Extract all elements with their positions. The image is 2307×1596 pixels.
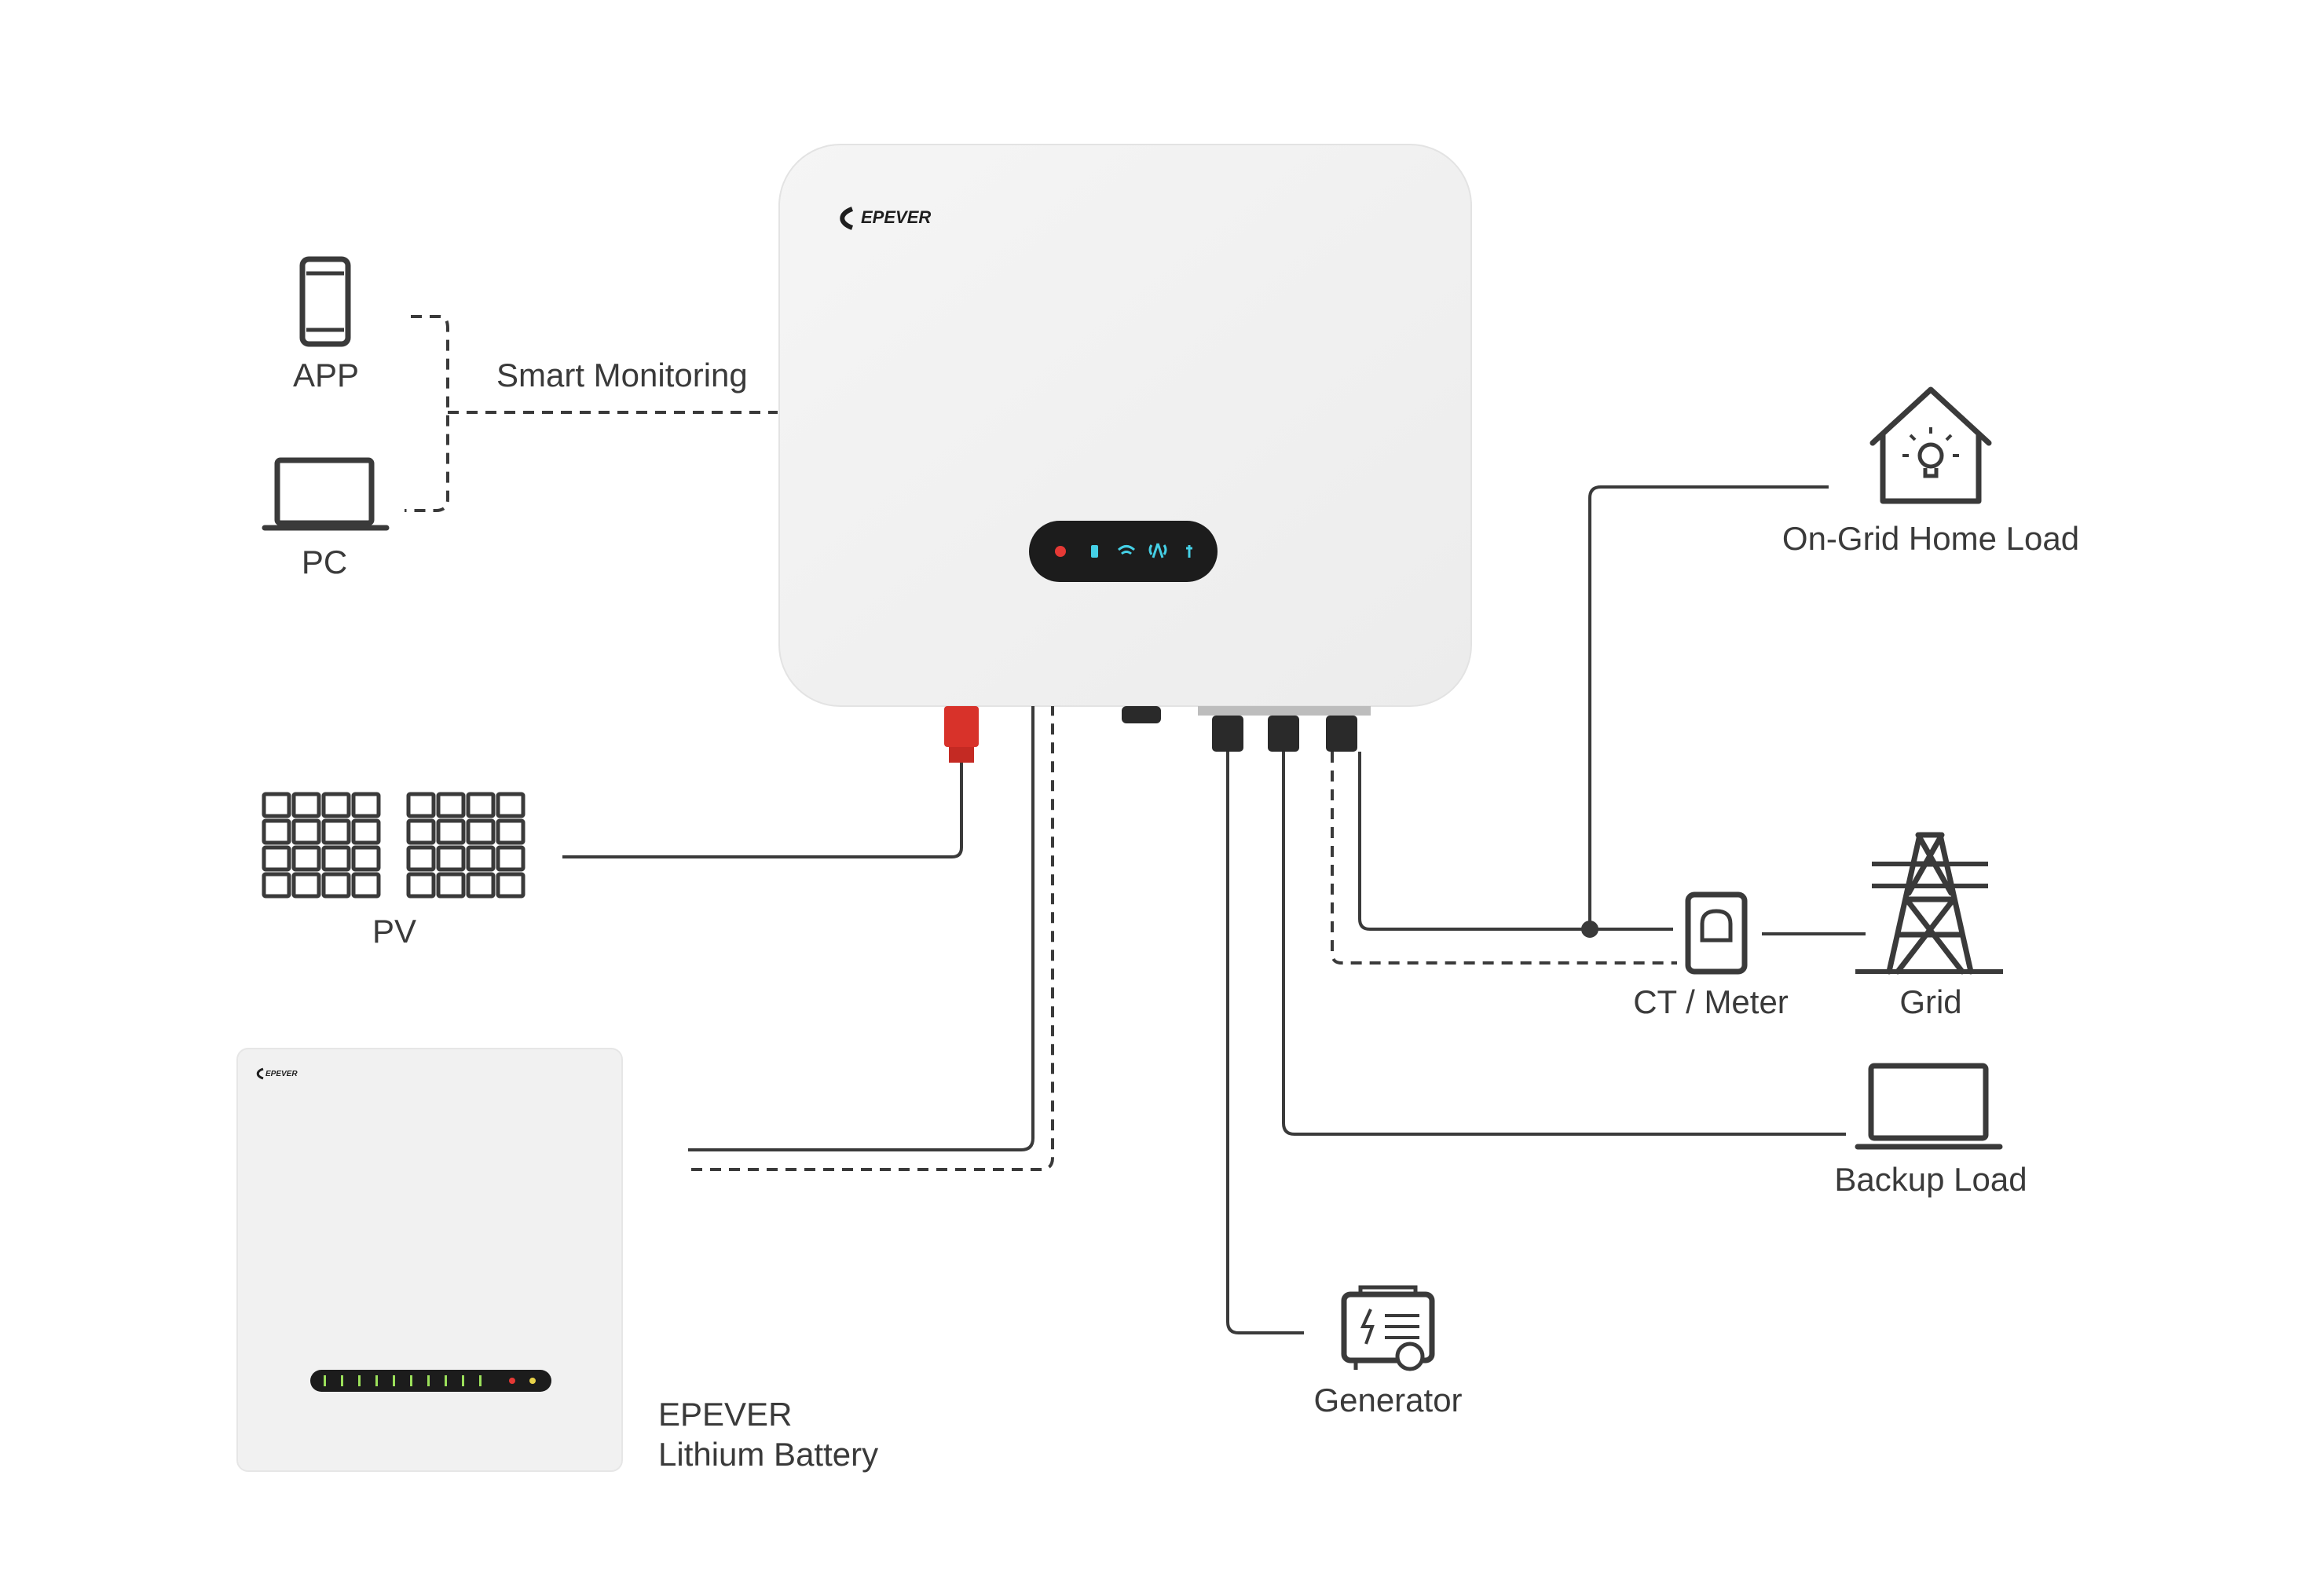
battery-led (427, 1375, 430, 1386)
solar-cell (406, 818, 436, 845)
home-load-wire (1588, 485, 1829, 929)
solar-cell (406, 872, 436, 899)
grid-label: Grid (1899, 983, 1961, 1020)
pv-connector (944, 706, 979, 763)
battery-led (375, 1375, 378, 1386)
battery-label-line2: Lithium Battery (658, 1436, 878, 1473)
solar-cell (496, 792, 525, 818)
lithium-battery: EPEVER (236, 1048, 623, 1472)
battery-status-led (529, 1378, 536, 1384)
solar-cell (436, 845, 466, 872)
tower-indicator-icon (1148, 543, 1167, 558)
battery-led (358, 1375, 361, 1386)
pv-wire (562, 763, 963, 858)
app-label: APP (293, 357, 359, 394)
ac-ports (1198, 706, 1371, 752)
plug-indicator-icon (1186, 545, 1192, 558)
solar-cell (291, 845, 321, 872)
solar-cell (496, 872, 525, 899)
wifi-indicator-icon (1117, 545, 1136, 555)
power-indicator-icon (1055, 546, 1066, 557)
generator-icon (1341, 1285, 1435, 1371)
solar-cell (321, 872, 351, 899)
battery-indicator-icon (1091, 545, 1098, 558)
battery-leds (324, 1375, 536, 1386)
battery-led (341, 1375, 343, 1386)
battery-led (462, 1375, 464, 1386)
battery-alarm-led (509, 1378, 515, 1384)
solar-cell (466, 818, 496, 845)
solar-cell (436, 792, 466, 818)
battery-led-bar (310, 1370, 551, 1392)
solar-cell (321, 818, 351, 845)
laptop-icon (262, 457, 390, 531)
on-grid-home-load-label: On-Grid Home Load (1782, 520, 2079, 557)
generator-wire (1226, 752, 1304, 1334)
solar-cell (496, 845, 525, 872)
indicator-panel (1029, 521, 1218, 582)
junction-dot (1581, 921, 1598, 938)
battery-comm-wire (691, 706, 1054, 1171)
solar-cell (321, 792, 351, 818)
solar-cell (351, 872, 381, 899)
solar-cell (466, 792, 496, 818)
monitoring-bracket (405, 315, 449, 512)
svg-text:EPEVER: EPEVER (265, 1070, 298, 1078)
solar-cell (262, 792, 291, 818)
solar-cell (351, 818, 381, 845)
solar-cell (466, 845, 496, 872)
phone-icon (299, 256, 351, 347)
smart-monitoring-label: Smart Monitoring (496, 357, 748, 394)
svg-text:EPEVER: EPEVER (861, 207, 931, 227)
pv-label: PV (372, 913, 416, 950)
solar-cell (406, 845, 436, 872)
battery-led (393, 1375, 395, 1386)
solar-cell (351, 792, 381, 818)
solar-cell (406, 792, 436, 818)
pylon-icon (1855, 832, 2003, 975)
solar-cell (496, 818, 525, 845)
solar-cell (291, 872, 321, 899)
battery-label-line1: EPEVER (658, 1396, 792, 1433)
solar-cell (291, 818, 321, 845)
backup-load-wire (1282, 752, 1846, 1136)
solar-cell (262, 845, 291, 872)
battery-led (324, 1375, 326, 1386)
battery-power-wire (688, 706, 1034, 1151)
solar-cell (262, 818, 291, 845)
battery-led (479, 1375, 482, 1386)
hybrid-inverter: EPEVER (778, 144, 1472, 763)
meter-icon (1685, 891, 1748, 975)
laptop-icon (1855, 1063, 2003, 1150)
generator-label: Generator (1313, 1382, 1462, 1418)
battery-led (410, 1375, 412, 1386)
ct-meter-label: CT / Meter (1633, 983, 1789, 1020)
grid-wire (1358, 752, 1673, 931)
solar-cell (321, 845, 351, 872)
solar-cell (436, 872, 466, 899)
solar-cell (291, 792, 321, 818)
comm-port (1122, 706, 1161, 723)
solar-cell (436, 818, 466, 845)
pc-label: PC (302, 544, 347, 580)
house-bulb-icon (1869, 386, 1992, 504)
battery-led (445, 1375, 447, 1386)
meter-comm-wire (1331, 752, 1677, 965)
solar-cell (262, 872, 291, 899)
battery-logo: EPEVER (256, 1067, 298, 1080)
solar-cell (351, 845, 381, 872)
backup-load-label: Backup Load (1834, 1161, 2027, 1198)
inverter-logo: EPEVER (840, 207, 931, 230)
solar-panel-icon (262, 792, 525, 899)
solar-cell (466, 872, 496, 899)
